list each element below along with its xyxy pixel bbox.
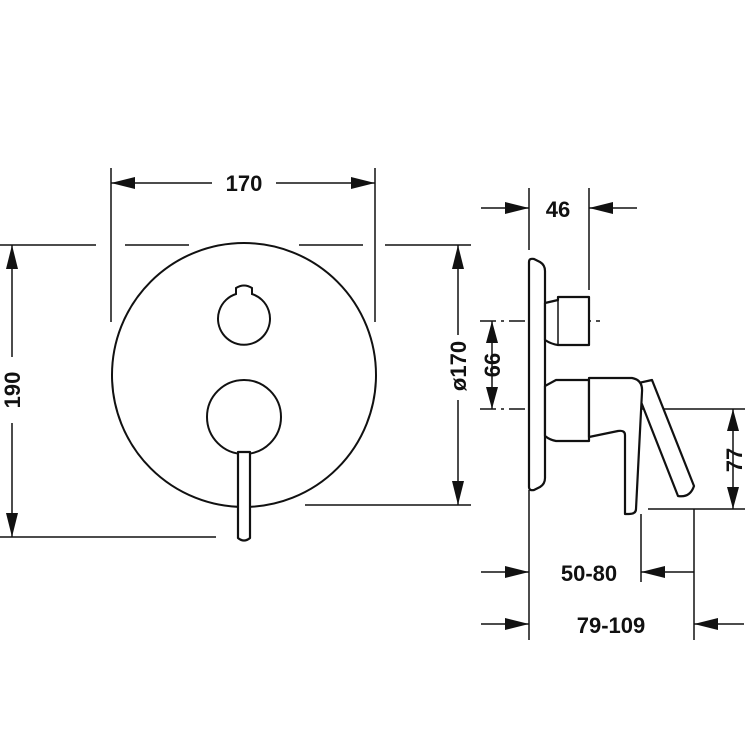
mixer-lever bbox=[236, 450, 252, 542]
arrowhead bbox=[505, 566, 529, 578]
arrowhead bbox=[641, 566, 665, 578]
offset-dimension-label: 66 bbox=[480, 353, 505, 377]
arrowhead bbox=[589, 202, 613, 214]
mixer-handle-base bbox=[206, 379, 282, 455]
projection-dimension-label: 50-80 bbox=[561, 561, 617, 586]
lever-profile-swung bbox=[632, 378, 696, 498]
arrowhead bbox=[486, 321, 498, 343]
arrowhead bbox=[727, 487, 739, 509]
total-projection-dimension-label: 79-109 bbox=[577, 613, 646, 638]
arrowhead bbox=[452, 481, 464, 505]
mixer-body-profile bbox=[543, 378, 591, 443]
arrowhead bbox=[505, 202, 529, 214]
arrowhead bbox=[505, 618, 529, 630]
side-view: ø170 46 66 77 bbox=[305, 188, 747, 640]
height-dimension-label: 190 bbox=[0, 372, 25, 409]
arrowhead bbox=[6, 245, 18, 269]
cover-plate-profile bbox=[527, 257, 547, 492]
width-dimension-label: 170 bbox=[226, 171, 263, 196]
lever-profile bbox=[587, 376, 644, 516]
arrowhead bbox=[727, 409, 739, 431]
diameter-dimension-label: ø170 bbox=[446, 341, 471, 391]
arrowhead bbox=[694, 618, 718, 630]
arrowhead bbox=[111, 177, 135, 189]
diverter-knob bbox=[217, 284, 271, 346]
arrowhead bbox=[452, 245, 464, 269]
front-view: 170 190 bbox=[0, 168, 471, 542]
depth-dimension-label: 46 bbox=[546, 197, 570, 222]
arrowhead bbox=[351, 177, 375, 189]
diverter-knob-profile bbox=[543, 295, 591, 347]
handle-height-dimension-label: 77 bbox=[722, 448, 747, 472]
arrowhead bbox=[6, 513, 18, 537]
arrowhead bbox=[486, 387, 498, 409]
